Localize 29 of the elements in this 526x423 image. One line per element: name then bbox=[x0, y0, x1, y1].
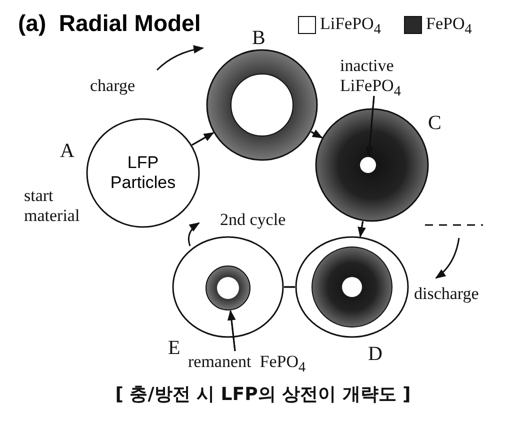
legend-label: LiFePO$_{4}$ bbox=[320, 14, 381, 40]
node-letter: E bbox=[168, 338, 182, 358]
node-letter: D bbox=[368, 344, 384, 364]
node-letter: A bbox=[60, 141, 76, 161]
callout-text: inactive LiFePO$_{4}$ bbox=[340, 56, 440, 102]
particle-circle bbox=[295, 236, 409, 338]
arrow bbox=[310, 130, 323, 138]
particle-ring bbox=[205, 265, 251, 311]
node-text: LFP Particles bbox=[109, 153, 177, 193]
node-letter: C bbox=[428, 113, 442, 133]
caption: [ 충/방전 시 LFP의 상전이 개략도 ] bbox=[114, 383, 412, 406]
leader-line bbox=[365, 96, 375, 158]
legend-label: FePO$_{4}$ bbox=[426, 14, 472, 40]
node-caption: start material bbox=[24, 186, 81, 226]
particle-circle bbox=[86, 118, 200, 228]
arrow bbox=[192, 132, 214, 146]
process-label: discharge bbox=[414, 284, 479, 304]
connector-line bbox=[284, 286, 295, 288]
leader-line bbox=[227, 310, 236, 352]
title: (a) Radial Model bbox=[18, 10, 201, 37]
process-label: charge bbox=[90, 76, 135, 96]
callout-text: remanent FePO$_{4}$ bbox=[188, 352, 338, 378]
particle-ring bbox=[206, 49, 318, 161]
node-letter: B bbox=[252, 28, 266, 48]
particle-core bbox=[359, 156, 377, 174]
particle-circle bbox=[315, 108, 429, 222]
process-label: 2nd cycle bbox=[220, 210, 286, 230]
arrow bbox=[358, 221, 366, 238]
particle-circle bbox=[172, 236, 284, 338]
